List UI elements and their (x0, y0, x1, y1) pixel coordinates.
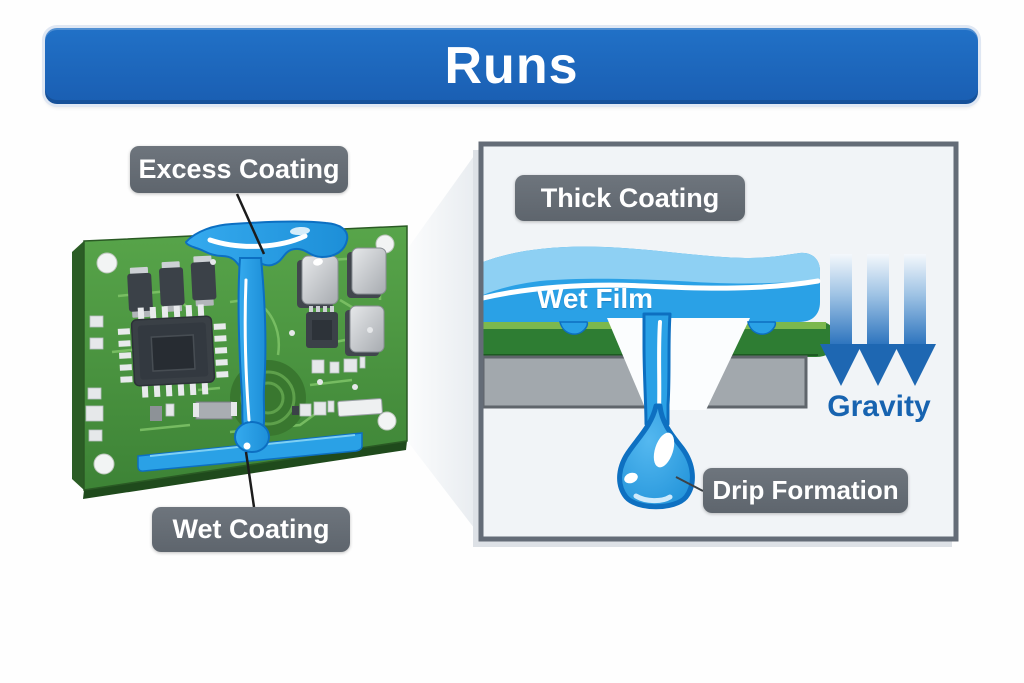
wet-coating-label-text: Wet Coating (172, 514, 330, 544)
wet-film-text-value: Wet Film (536, 283, 654, 314)
drip-droplet (617, 403, 695, 510)
label-connector-line (244, 451, 256, 508)
panel-border (478, 141, 959, 542)
circuit-board-illustration (72, 193, 408, 508)
gravity-text: Gravity (820, 390, 938, 424)
silver-capacitors (297, 247, 387, 356)
wet-film-layer (480, 246, 821, 322)
label-connector-line (675, 476, 704, 492)
title-banner: Runs (45, 28, 978, 104)
down-arrow-icon (894, 254, 936, 386)
excess-coating-label-text: Excess Coating (138, 154, 340, 184)
zoom-wedge (408, 146, 481, 537)
page-title: Runs (444, 37, 579, 95)
drip-formation-label-text: Drip Formation (712, 475, 899, 505)
down-arrow-icon (857, 254, 899, 386)
down-arrow-icon (820, 254, 862, 386)
wet-film-text: Wet Film (520, 281, 670, 317)
excess-coating-label: Excess Coating (130, 146, 348, 193)
thick-coating-label: Thick Coating (515, 175, 745, 221)
drip-formation-label: Drip Formation (703, 468, 908, 513)
gravity-text-value: Gravity (827, 390, 931, 423)
wet-coating-label: Wet Coating (152, 507, 350, 552)
coating-run-liquid (137, 220, 363, 472)
microchip-component (117, 304, 229, 398)
capacitor-components (127, 255, 217, 318)
label-connector-line (235, 193, 266, 255)
smd-pads (85, 259, 383, 442)
drip-stream (559, 312, 777, 426)
small-ic-component (306, 306, 338, 348)
gravity-arrows-icon (820, 254, 936, 386)
mounting-holes (93, 234, 397, 475)
thick-coating-label-text: Thick Coating (540, 182, 720, 213)
